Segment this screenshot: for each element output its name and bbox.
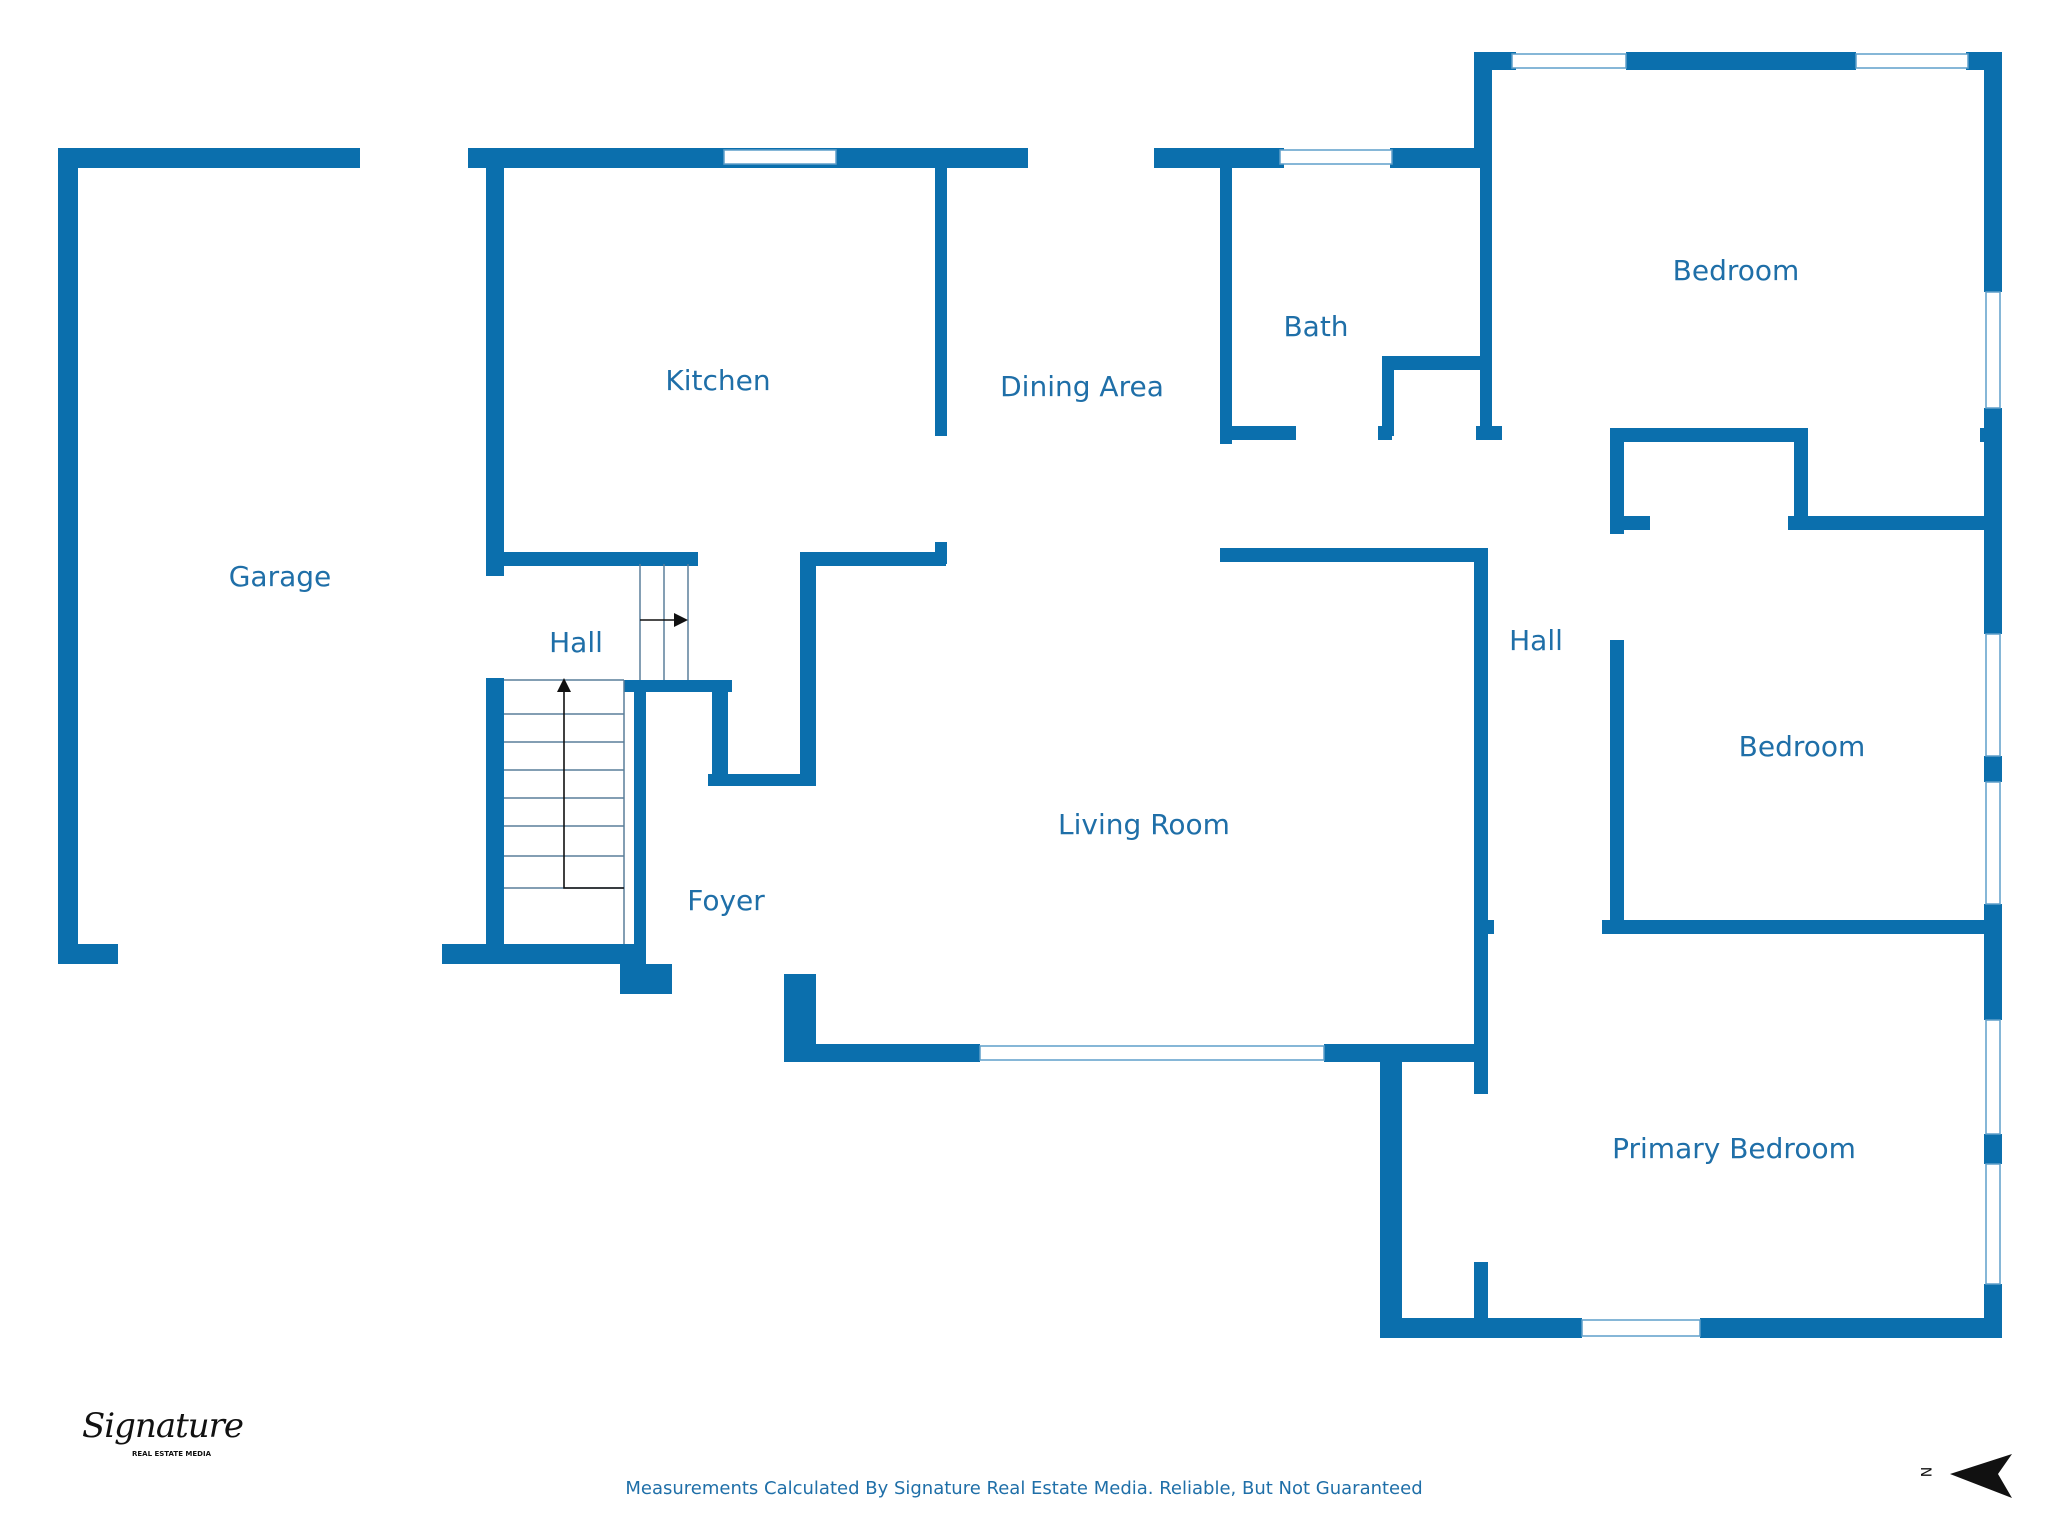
logo-subtext: REAL ESTATE MEDIA: [132, 1450, 211, 1458]
stair-arrow-right-icon: [674, 613, 688, 627]
measurement-disclaimer: Measurements Calculated By Signature Rea…: [625, 1478, 1423, 1499]
hall-left-label: Hall: [549, 626, 603, 659]
bath-label: Bath: [1283, 310, 1348, 343]
north-compass: N: [1917, 1450, 2020, 1510]
stairs-upper: [639, 564, 689, 680]
logo-script-text: Signature: [82, 1406, 244, 1446]
windows: [723, 53, 2001, 1337]
kitchen-label: Kitchen: [665, 364, 770, 397]
walls: [58, 52, 2002, 1338]
compass-arrow-icon: [1950, 1454, 2012, 1498]
foyer-label: Foyer: [687, 884, 765, 917]
dining-area-label: Dining Area: [1000, 370, 1164, 403]
garage-label: Garage: [229, 560, 332, 593]
bedroom-mid-label: Bedroom: [1739, 730, 1866, 763]
primary-bedroom-label: Primary Bedroom: [1612, 1132, 1856, 1165]
stairs-lower: [504, 678, 625, 944]
room-labels: Garage Kitchen Dining Area Bath Bedroom …: [229, 254, 1866, 1165]
hall-right-label: Hall: [1509, 624, 1563, 657]
living-room-label: Living Room: [1058, 808, 1230, 841]
stair-arrow-up-icon: [557, 678, 571, 692]
bedroom-top-label: Bedroom: [1673, 254, 1800, 287]
signature-logo: Signature REAL ESTATE MEDIA: [72, 1400, 244, 1480]
